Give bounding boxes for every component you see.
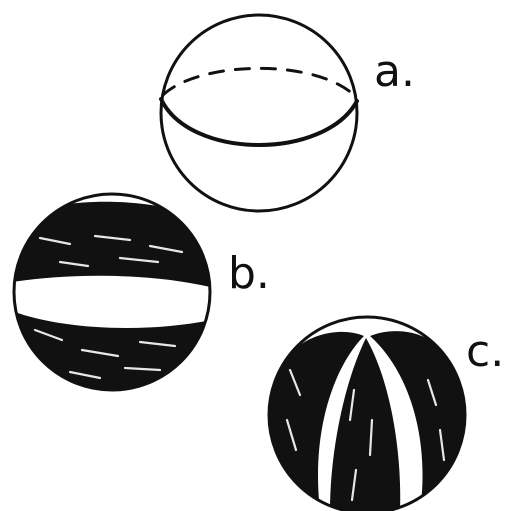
sphere-c-label: c. <box>466 326 504 377</box>
sphere-a-outline <box>161 15 357 211</box>
sphere-b-upper-band <box>0 202 230 292</box>
sphere-a-equator-front <box>161 99 357 145</box>
sphere-b: b. <box>0 194 270 400</box>
sphere-c: c. <box>260 317 504 511</box>
sphere-b-label: b. <box>228 248 270 299</box>
sphere-a-equator-back <box>163 68 357 98</box>
sphere-a-label: a. <box>374 46 415 97</box>
sphere-a: a. <box>161 15 415 211</box>
